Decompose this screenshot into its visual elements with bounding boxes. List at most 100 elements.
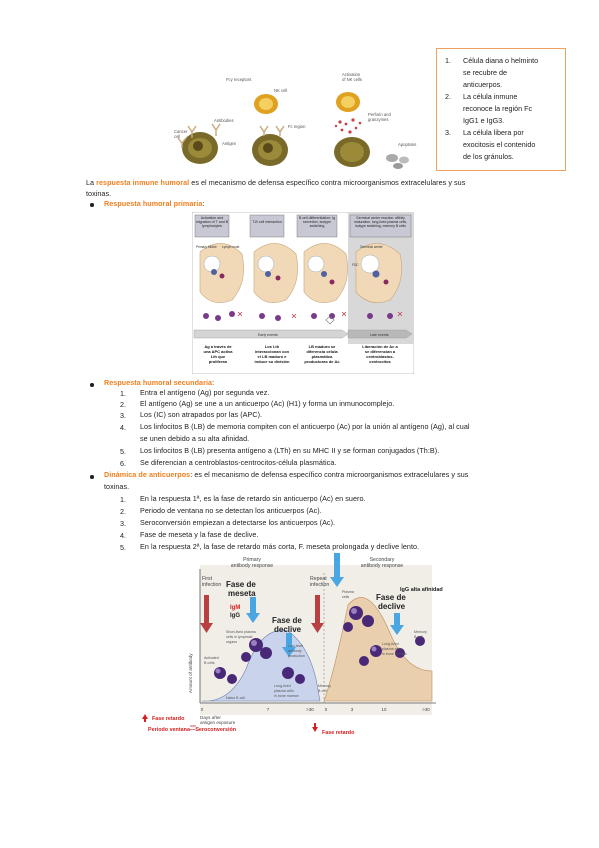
list-num: 2. xyxy=(120,507,126,516)
fase-declive-1-label: declive xyxy=(274,625,302,634)
nk-cell xyxy=(254,94,278,114)
primary-response-figure: Activation and migration of T and B lymp… xyxy=(192,212,414,374)
caption-2-line: el LB maduro e xyxy=(258,354,288,359)
fase-declive-2-label: declive xyxy=(378,602,406,611)
note-line: Célula diana o helminto xyxy=(463,56,539,65)
list-num: 4. xyxy=(120,531,126,540)
activation-label: Activation xyxy=(342,72,361,77)
cell-label: production xyxy=(288,654,305,658)
list-num: 3. xyxy=(120,411,126,420)
list-item: Seroconversión empiezan a detectarse los… xyxy=(140,518,336,527)
list-item: Los (IC) son atrapados por las (APC). xyxy=(140,410,263,419)
cancer-cell-1 xyxy=(182,132,218,164)
cell-label: cell xyxy=(174,134,180,139)
note-line: anticuerpos. xyxy=(463,80,503,89)
caption-1-line: proliferan xyxy=(209,359,228,364)
lymph-node-label: Lymph node xyxy=(222,245,240,249)
igg-alta-label: IgG alta afinidad xyxy=(400,587,443,593)
cancer-label: Cancer xyxy=(174,129,188,134)
note-num-2: 2. xyxy=(445,92,451,101)
secondary-label: Respuesta humoral secundaria xyxy=(104,378,213,387)
repeat-infection-arrow xyxy=(311,595,324,633)
repeat-infection-label: Repeat xyxy=(310,576,327,582)
fase-declive-1-label: Fase de xyxy=(272,616,302,625)
header-2: T-B cell interaction xyxy=(252,220,282,224)
caption-4-line: centroblastos- xyxy=(366,354,394,359)
cell-label: antibody xyxy=(288,649,302,653)
cell-label: cells xyxy=(342,595,349,599)
cancer-cell-2 xyxy=(252,134,288,166)
list-num: 1. xyxy=(120,389,126,398)
dynamics-term: Dinámica de anticuerpos xyxy=(104,470,191,479)
secondary-heading: Respuesta humoral secundaria: xyxy=(104,377,214,389)
fase-meseta-label: meseta xyxy=(228,589,256,598)
cell-label: Memory xyxy=(414,630,427,634)
primary-response-label: antibody response xyxy=(231,563,274,569)
cell-label: B cells xyxy=(204,661,215,665)
caption-4-line: Liberación de Ac a xyxy=(362,344,398,349)
note-line: exocitosis el contenido xyxy=(463,140,536,149)
apoptosis-label: Apoptosis xyxy=(398,142,416,147)
primary-label: Respuesta humoral primaria xyxy=(104,199,203,208)
cell-label: Long-lived xyxy=(382,642,399,646)
list-item: En la respuesta 1ª, es la fase de retard… xyxy=(140,494,366,503)
fase-retardo-2-label: Fase retardo xyxy=(322,730,355,736)
cell-label: B cell xyxy=(414,635,423,639)
list-item: Fase de meseta y la fase de declive. xyxy=(140,530,259,539)
list-item: se unen debido a su alta afinidad. xyxy=(140,434,250,443)
igm-label: IgM xyxy=(230,605,240,611)
bullet xyxy=(90,383,94,387)
nk-cell-label: NK cell xyxy=(274,88,287,93)
caption-3-line: LB maduro se xyxy=(309,344,336,349)
list-item: Los linfocitos B (LB) de memoria compite… xyxy=(140,422,470,431)
cell-label: in bone marrow xyxy=(274,694,299,698)
antigen-label: Antigen xyxy=(222,141,237,146)
note-line: se recubre de xyxy=(463,68,507,77)
fc-region-label: Fc region xyxy=(288,124,306,129)
days-after-label: antigen exposure xyxy=(200,720,236,725)
list-num: 5. xyxy=(120,543,126,552)
fcy-receptors-label: Fcγ receptors xyxy=(226,77,251,82)
intro-prefix: La xyxy=(86,178,97,187)
secondary-colon: : xyxy=(212,378,215,387)
cell-label: Activated xyxy=(204,656,219,660)
intro-line-2: toxinas. xyxy=(86,189,112,198)
list-num: 2. xyxy=(120,400,126,409)
intro-rest: es el mecanismo de defensa específico co… xyxy=(189,178,466,187)
caption-3-line: plasmática xyxy=(312,354,333,359)
x-tick: 0 xyxy=(201,707,204,712)
cell-label: Short-lived plasma xyxy=(226,630,256,634)
list-item: En la respuesta 2ª, la fase de retardo m… xyxy=(140,542,420,551)
late-events-label: Late events xyxy=(370,333,389,337)
list-item: Los linfocitos B (LB) presenta antígeno … xyxy=(140,446,440,455)
granzymes-label: granzymes xyxy=(368,117,388,122)
list-item: El antígeno (Ag) se une a un anticuerpo … xyxy=(140,399,395,408)
note-num-3: 3. xyxy=(445,128,451,137)
cell-label: Naive B cell xyxy=(226,696,245,700)
caption-4-line: se diferencian a xyxy=(365,349,396,354)
x-tick: 10 xyxy=(382,707,387,712)
x-tick: 7 xyxy=(267,707,270,712)
note-line: IgG1 e IgG3. xyxy=(463,116,505,125)
note-box: 1. Célula diana o helminto se recubre de… xyxy=(436,48,566,171)
caption-4-line: centrocitos xyxy=(369,359,391,364)
days-after-label: Days after xyxy=(200,715,221,720)
list-num: 1. xyxy=(120,495,126,504)
igg-label: IgG xyxy=(230,613,240,619)
list-item: Periodo de ventana no se detectan los an… xyxy=(140,506,322,515)
intro-term: respuesta inmune humoral xyxy=(96,178,190,187)
first-infection-label: infection xyxy=(202,582,221,588)
x-tick: >30 xyxy=(306,707,314,712)
primary-response-label: Primary xyxy=(243,557,261,563)
bullet xyxy=(90,475,94,479)
cancer-cell-3 xyxy=(334,137,370,167)
header-4: Germinal center reaction: affinity matur… xyxy=(354,216,407,228)
caption-1-line: una APC activa xyxy=(204,349,234,354)
caption-3-line: diferencia célula xyxy=(306,349,338,354)
cell-label: Long-lived xyxy=(274,684,291,688)
periodo-label: Periodo ventana—Seroconversión xyxy=(148,727,236,733)
note-line: reconoce la región Fc xyxy=(463,104,533,113)
intro-line-1: La respuesta inmune humoral es el mecani… xyxy=(86,177,465,189)
antibody-kinetics-figure: First infection Repeat infection Primary… xyxy=(138,553,448,743)
cell-label: plasma cells xyxy=(274,689,294,693)
